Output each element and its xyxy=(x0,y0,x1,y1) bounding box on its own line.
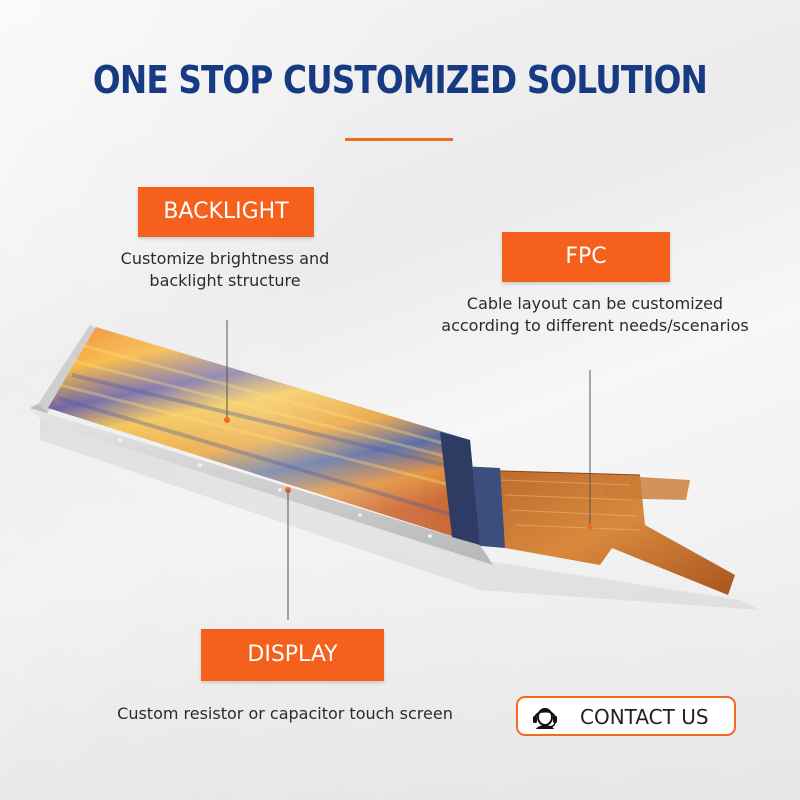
contact-us-label: CONTACT US xyxy=(580,705,709,729)
fpc-pointer-line xyxy=(587,370,593,530)
display-pointer-line xyxy=(285,487,291,620)
display-tag: DISPLAY xyxy=(201,629,384,681)
fpc-desc-line1: Cable layout can be customized xyxy=(466,294,724,313)
backlight-pointer-line xyxy=(224,320,230,423)
fpc-description: Cable layout can be customized according… xyxy=(400,293,790,337)
fpc-desc-line2: according to different needs/scenarios xyxy=(441,316,749,335)
title-underline xyxy=(345,138,453,141)
customer-service-headset-icon xyxy=(533,708,557,729)
backlight-desc-line1: Customize brightness and xyxy=(120,249,330,268)
backlight-tag: BACKLIGHT xyxy=(138,187,314,237)
fpc-tag: FPC xyxy=(502,232,670,282)
contact-us-button[interactable]: CONTACT US xyxy=(516,696,736,736)
backlight-desc-line2: backlight structure xyxy=(149,271,301,290)
backlight-description: Customize brightness and backlight struc… xyxy=(100,248,350,292)
display-description: Custom resistor or capacitor touch scree… xyxy=(117,704,453,723)
page-title: ONE STOP CUSTOMIZED SOLUTION xyxy=(92,58,708,102)
